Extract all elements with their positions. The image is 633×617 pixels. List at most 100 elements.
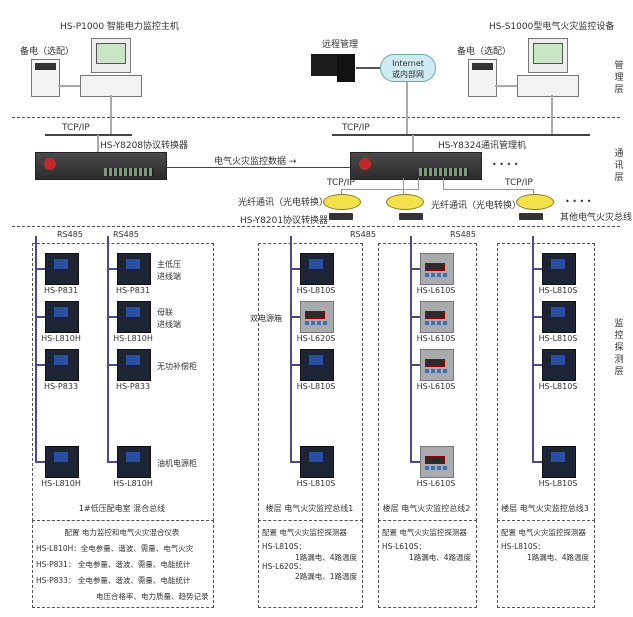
device-model-label: HS-L810H: [113, 334, 153, 343]
fiber-label: 光纤通讯（光电转换）: [238, 198, 329, 208]
left-ups-label: 备电（选配）: [20, 47, 75, 57]
tcp-ip-bus: [332, 134, 590, 136]
tcp-ip-label: TCP/IP: [505, 178, 533, 188]
connector: [418, 178, 419, 190]
config-line: 配置 电力监控和电气火灾混合仪表: [64, 528, 180, 537]
connector: [58, 85, 80, 87]
remote-monitor-icon: [311, 54, 341, 76]
bus-connector: [290, 316, 300, 318]
communication-manager-device: [350, 152, 482, 180]
connector: [533, 189, 534, 195]
connector: [341, 189, 419, 190]
tcp-ip-label: TCP/IP: [62, 123, 90, 133]
device-model-label: HS-P831: [115, 286, 151, 295]
bus-connector: [107, 364, 117, 366]
device-location-note: 双电源箱: [250, 314, 282, 323]
bus-connector: [107, 316, 117, 318]
y8201-label: HS-Y8201协议转换器: [240, 216, 329, 226]
protocol-converter-icon: [399, 213, 423, 220]
right-manager-label: HS-Y8324通讯管理机: [438, 141, 527, 151]
brand-logo-icon: [44, 158, 56, 170]
bus-connector: [107, 461, 117, 463]
left-converter-label: HS-Y8208协议转换器: [100, 141, 189, 151]
ups-icon: [468, 59, 497, 97]
protocol-converter-icon: [329, 213, 353, 220]
din-meter-icon: [420, 446, 454, 478]
device-model-label: HS-P833: [115, 382, 151, 391]
other-bus-label: 其他电气火灾总线: [560, 213, 633, 223]
meter-dark-icon: [117, 301, 151, 333]
fiber-transceiver-icon: [516, 194, 554, 210]
device-model-label: HS-L810S: [538, 479, 578, 488]
connector: [443, 178, 444, 190]
meter-dark-icon: [300, 349, 334, 381]
right-host-title: HS-S1000型电气火灾监控设备: [489, 22, 615, 32]
device-model-label: HS-L610S: [416, 382, 456, 391]
bus-connector: [290, 461, 300, 463]
computer-case-icon: [517, 75, 579, 97]
rs485-label: RS485: [450, 230, 476, 239]
meter-dark-icon: [45, 349, 79, 381]
layer-label-monitoring: 监控探测层: [614, 319, 624, 377]
bus-connector: [532, 268, 542, 270]
meter-dark-icon: [542, 349, 576, 381]
more-dots: • • • •: [565, 197, 592, 206]
din-meter-icon: [420, 349, 454, 381]
tcp-ip-label: TCP/IP: [342, 123, 370, 133]
meter-dark-icon: [117, 253, 151, 285]
device-model-label: HS-L810S: [296, 382, 336, 391]
bus-connector: [532, 364, 542, 366]
device-model-label: HS-L810S: [538, 334, 578, 343]
layer-label-management: 管理层: [614, 61, 624, 95]
rs485-bus-line: [35, 236, 37, 463]
fiber-transceiver-icon: [323, 194, 361, 210]
meter-dark-icon: [117, 349, 151, 381]
device-location-note: 母联 进线端: [157, 308, 181, 329]
din-meter-icon: [300, 301, 334, 333]
layer-divider: [12, 226, 620, 227]
meter-dark-icon: [542, 301, 576, 333]
din-meter-icon: [420, 301, 454, 333]
tcp-ip-label: TCP/IP: [327, 178, 355, 188]
bus-connector: [290, 268, 300, 270]
bus-connector: [532, 316, 542, 318]
meter-dark-icon: [300, 253, 334, 285]
group-title: 楼层 电气火灾监控总线2: [382, 504, 471, 513]
bus-connector: [410, 268, 420, 270]
config-box: [497, 520, 595, 608]
connector: [551, 95, 553, 135]
protocol-converter-device: [35, 152, 167, 180]
meter-dark-icon: [45, 446, 79, 478]
more-dots: • • • •: [492, 160, 519, 169]
device-model-label: HS-P833: [43, 382, 79, 391]
bus-connector: [35, 364, 45, 366]
device-model-label: HS-L610S: [416, 286, 456, 295]
config-line: HS-L810H：全电参量、谐波、需量、电气火灾: [36, 544, 194, 553]
device-model-label: HS-L610S: [416, 334, 456, 343]
layer-divider: [12, 117, 620, 118]
device-model-label: HS-L810S: [296, 479, 336, 488]
cloud-label-2: 或内部网: [392, 70, 424, 79]
cloud-label-1: Internet: [392, 59, 424, 68]
group-title: 楼层 电气火灾监控总线1: [265, 504, 354, 513]
meter-dark-icon: [117, 446, 151, 478]
data-link: [166, 167, 350, 168]
monitor-icon: [91, 38, 131, 73]
config-box: [378, 520, 477, 608]
connector: [406, 82, 408, 135]
fiber-label: 光纤通讯（光电转换）: [431, 201, 522, 211]
config-line: HS-L610S：: [382, 542, 426, 551]
connector: [341, 189, 342, 195]
group-title: 1#低压配电室 混合总线: [78, 504, 166, 513]
meter-dark-icon: [542, 446, 576, 478]
bus-connector: [35, 461, 45, 463]
rs485-bus-line: [410, 236, 412, 463]
connector: [356, 67, 380, 69]
config-line: 电压合格率、电力质量、趋势记录: [96, 592, 209, 601]
tcp-ip-bus: [45, 134, 132, 136]
rs485-bus-line: [290, 236, 292, 463]
meter-dark-icon: [45, 301, 79, 333]
fiber-transceiver-icon: [386, 194, 424, 210]
config-line: 1路漏电、4路温度: [294, 553, 357, 562]
remote-tower-icon: [337, 54, 355, 82]
